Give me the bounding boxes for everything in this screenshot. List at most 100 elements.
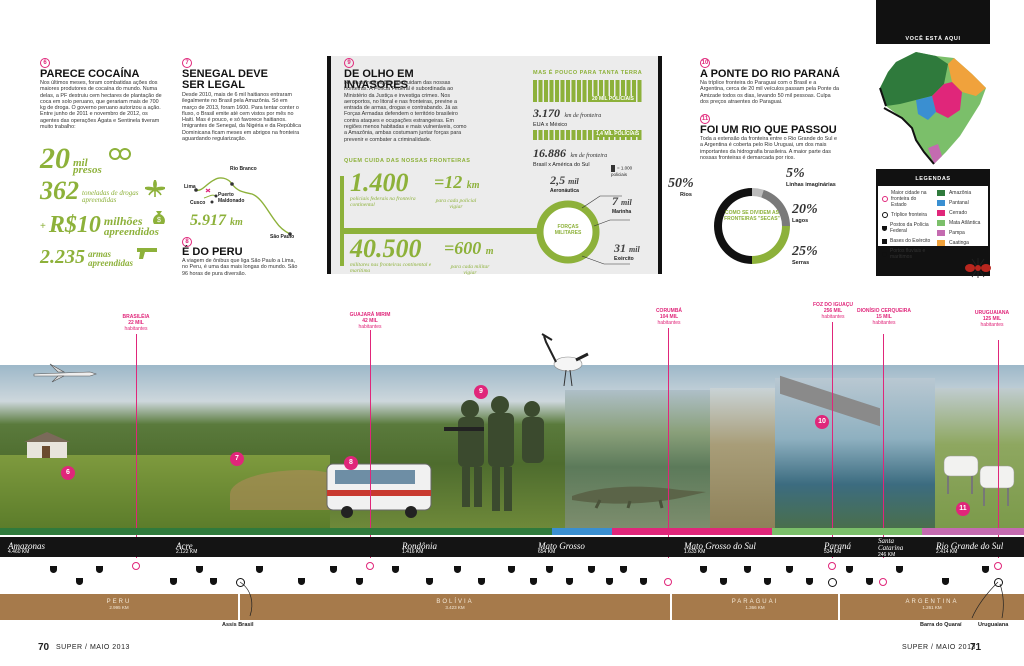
biome-mata — [772, 528, 922, 535]
states-bar — [0, 537, 1024, 557]
police-bar-usa-label: 20 MIL POLICIAIS — [590, 96, 636, 102]
triple-border-marker — [828, 578, 837, 587]
airplane-icon — [33, 363, 97, 383]
photo-badge-7: 7 — [230, 452, 244, 466]
page-number-left: 70 — [38, 642, 50, 653]
police-post-marker — [588, 566, 595, 573]
police-post-marker — [606, 578, 613, 585]
police-post-marker — [744, 566, 751, 573]
police-bar-brazil-label: 1,4 MIL POLICIAIS — [594, 131, 642, 137]
bus-icon — [326, 463, 432, 518]
map-label-puerto-maldonado: Puerto Maldonado — [218, 192, 245, 204]
donut-value-lagos: 20% — [792, 202, 818, 217]
bus-route-map: Rio Branco Lima Puerto Maldonado Cusco S… — [182, 162, 302, 240]
pin-line-dionisio — [883, 334, 884, 560]
money-bag-icon: $ — [153, 211, 165, 224]
donut-slice-serras — [752, 226, 790, 264]
map-label-rio-branco: Rio Branco — [230, 166, 257, 172]
stat-value: R$10 — [48, 212, 101, 238]
photo-badge-9: 9 — [474, 385, 488, 399]
police-post-marker — [700, 566, 707, 573]
police-post-marker — [298, 578, 305, 585]
biome-cerrado — [612, 528, 772, 535]
map-label-sao-paulo: São Paulo — [270, 234, 295, 240]
police-post-marker — [720, 578, 727, 585]
page-number-right: 71 — [970, 642, 982, 653]
police-value: 1.400 — [350, 168, 409, 197]
stat-presos: 20 mil presos — [40, 142, 170, 176]
police-post-marker — [256, 566, 263, 573]
forces-diagram — [536, 195, 630, 265]
donut-cat-lagos: Lagos — [792, 218, 809, 224]
panorama-dry-forest — [710, 388, 775, 530]
police-post-marker — [50, 566, 57, 573]
stat-value: 362 — [40, 176, 79, 205]
police-post-marker — [454, 566, 461, 573]
section-number-9: 9 — [344, 58, 354, 68]
pin-line-brasileia — [136, 334, 137, 560]
police-post-marker — [356, 578, 363, 585]
stat-unit: mil — [73, 157, 88, 169]
section-title-ponte: A PONTE DO RIO PARANÁ — [700, 68, 840, 80]
callout-barra-quarai: Barra do Quaraí — [920, 622, 962, 628]
stat-value: 20 — [40, 142, 70, 175]
pin-line-foz — [832, 322, 833, 560]
stat-label: apreendidos — [103, 226, 159, 238]
police-post-marker — [170, 578, 177, 585]
donut-cat-serras: Serras — [792, 260, 810, 266]
legend-symbol-city: Maior cidade na fronteira do Estado — [882, 190, 933, 208]
section-body-senegal: Desde 2010, mais de 6 mil haitianos entr… — [182, 92, 301, 143]
donut-label-linhas: 5% Linhas imaginárias — [786, 164, 836, 188]
photo-badge-10: 10 — [815, 415, 829, 429]
police-post-marker — [846, 566, 853, 573]
stork-icon — [541, 333, 589, 387]
photo-badge-6: 6 — [61, 466, 75, 480]
section-body-invasores: Há duas instituições que cuidam das noss… — [344, 80, 467, 143]
callout-assis-brasil: Assis Brasil — [222, 622, 254, 628]
map-label-cusco: Cusco — [190, 200, 206, 206]
stat-armas: 2.235 armas apreendidas — [40, 238, 170, 268]
police-post-marker — [982, 566, 989, 573]
police-eq-unit: km — [466, 180, 480, 191]
route-distance: 5.917 km — [190, 212, 243, 229]
police-post-marker — [786, 566, 793, 573]
force-aeronautica: 2,5 mil Aeronáutica — [550, 173, 579, 194]
stat-label: presos — [73, 164, 102, 176]
soldiers-illustration — [444, 396, 544, 511]
city-marker — [132, 562, 140, 570]
legend-region-amazonia: Amazônia — [936, 190, 984, 196]
donut-slice-linhas-imagin-rias — [752, 188, 764, 198]
police-eq: =12 — [434, 172, 463, 192]
legend-symbols: Maior cidade na fronteira do Estado Tríp… — [882, 190, 933, 264]
legend-region-pampa: Pampa — [936, 230, 984, 236]
map-label-lima: Lima — [184, 184, 196, 190]
legend-region-cerrado: Cerrado — [936, 210, 984, 216]
forces-center-label: FORÇAS MILITARES — [554, 224, 582, 236]
stat-unit: milhões — [103, 214, 143, 228]
police-post-marker — [392, 566, 399, 573]
cattle-icon — [943, 455, 1015, 506]
donut-slice-lagos — [761, 189, 790, 226]
donut-slice-rios — [714, 188, 752, 264]
panel-right-border — [658, 56, 662, 274]
stat-brazil-sa: 16.886 km de fronteira Brasil x América … — [533, 144, 607, 168]
callout-lines-rs — [971, 581, 1004, 619]
section-body-ponte: Na tríplice fronteira do Paraguai com o … — [700, 80, 840, 105]
city-marker — [879, 578, 887, 586]
police-bar-brazil — [533, 130, 643, 140]
section-body-peru: A viagem de ônibus que liga São Paulo a … — [182, 258, 298, 277]
stat-label: apreendidas — [88, 258, 133, 268]
person-icon — [611, 165, 615, 172]
force-marinha: 7 mil Marinha — [612, 194, 632, 215]
donut-value-rios: 50% — [668, 176, 694, 191]
